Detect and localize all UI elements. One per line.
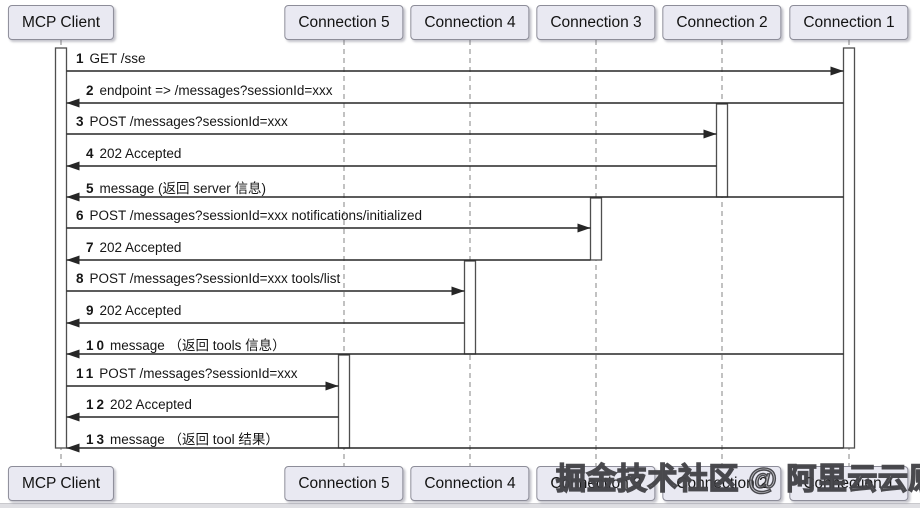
arrowhead-icon	[66, 349, 80, 359]
participant-box-top-client: MCP Client	[7, 5, 115, 40]
participant-box-top-c4: Connection 4	[410, 5, 530, 40]
activation-bar-client	[54, 47, 68, 449]
arrowhead-icon	[66, 192, 80, 202]
activation-bar-c4	[463, 260, 477, 355]
message-text: message (返回 server 信息)	[99, 181, 267, 196]
message-number: 12	[86, 397, 108, 412]
participant-box-top-c1: Connection 1	[789, 5, 909, 40]
message-number: 5	[86, 181, 97, 196]
message-number: 11	[76, 366, 97, 381]
arrowhead-icon	[66, 255, 80, 265]
arrowhead-icon	[66, 443, 80, 453]
activation-bar-c5	[337, 354, 351, 449]
message-text: POST /messages?sessionId=xxx	[99, 366, 298, 381]
arrowhead-icon	[830, 66, 844, 76]
message-text: POST /messages?sessionId=xxx	[89, 114, 288, 129]
arrowhead-icon	[577, 223, 591, 233]
message-text: POST /messages?sessionId=xxx notificatio…	[89, 208, 423, 223]
participant-box-top-c3: Connection 3	[536, 5, 656, 40]
footer-divider	[0, 503, 920, 508]
arrowhead-icon	[451, 286, 465, 296]
message-number: 13	[86, 432, 108, 447]
activation-bar-c3	[589, 197, 603, 261]
message-number: 4	[86, 146, 97, 161]
message-arrow-11	[66, 381, 339, 391]
activation-bar-c2	[715, 103, 729, 198]
message-number: 8	[76, 271, 87, 286]
message-number: 6	[76, 208, 87, 223]
message-text: endpoint => /messages?sessionId=xxx	[99, 83, 333, 98]
message-text: message （返回 tools 信息）	[110, 338, 286, 353]
message-arrow-5	[66, 192, 844, 202]
participant-box-bottom-c1: Connection 1	[789, 466, 909, 501]
message-text: 202 Accepted	[99, 240, 182, 255]
participant-box-bottom-c3: Connection 3	[536, 466, 656, 501]
message-arrow-1	[66, 66, 844, 76]
watermark-text: 掘金技术社区 @ 阿里云云原生	[555, 462, 920, 496]
message-number: 1	[76, 51, 87, 66]
participant-box-bottom-c2: Connection 2	[662, 466, 782, 501]
message-arrow-12	[66, 412, 339, 422]
message-text: 202 Accepted	[99, 303, 182, 318]
arrowhead-icon	[703, 129, 717, 139]
participant-box-top-c2: Connection 2	[662, 5, 782, 40]
message-text: message （返回 tool 结果）	[110, 432, 279, 447]
arrowhead-icon	[66, 98, 80, 108]
message-text: GET /sse	[89, 51, 146, 66]
message-arrow-10	[66, 349, 844, 359]
message-number: 7	[86, 240, 97, 255]
arrowhead-icon	[66, 412, 80, 422]
participant-box-bottom-client: MCP Client	[7, 466, 115, 501]
message-number: 2	[86, 83, 97, 98]
arrowhead-icon	[66, 318, 80, 328]
message-arrow-13	[66, 443, 844, 453]
message-number: 9	[86, 303, 97, 318]
message-arrow-4	[66, 161, 717, 171]
message-number: 3	[76, 114, 87, 129]
message-number: 10	[86, 338, 108, 353]
participant-box-bottom-c4: Connection 4	[410, 466, 530, 501]
participant-box-bottom-c5: Connection 5	[284, 466, 404, 501]
message-text: 202 Accepted	[110, 397, 192, 412]
message-arrow-9	[66, 318, 465, 328]
message-arrow-7	[66, 255, 591, 265]
activation-bar-c1	[842, 47, 856, 449]
message-arrow-8	[66, 286, 465, 296]
message-arrow-6	[66, 223, 591, 233]
participant-box-top-c5: Connection 5	[284, 5, 404, 40]
message-arrow-2	[66, 98, 844, 108]
message-text: 202 Accepted	[99, 146, 182, 161]
message-arrow-3	[66, 129, 717, 139]
arrowhead-icon	[325, 381, 339, 391]
message-text: POST /messages?sessionId=xxx tools/list	[89, 271, 341, 286]
arrowhead-icon	[66, 161, 80, 171]
